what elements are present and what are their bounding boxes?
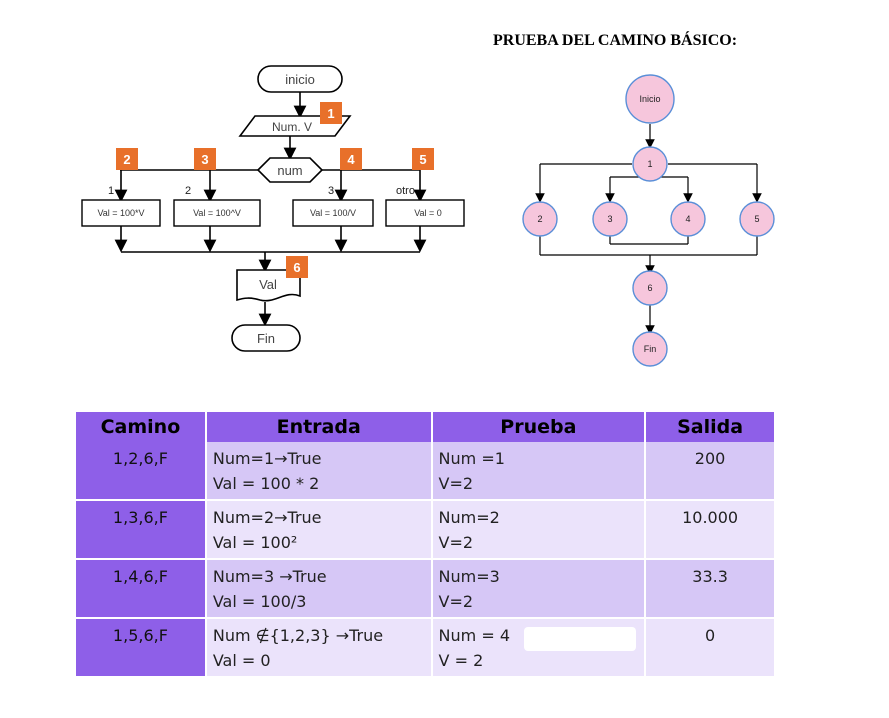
entrada-line: Num=1→True <box>212 449 322 468</box>
flowchart-end-terminal <box>231 324 301 352</box>
cell-camino: 1,3,6,F <box>76 500 207 560</box>
svg-text:6: 6 <box>647 283 652 293</box>
flow-graph: Inicio 1 2 3 4 5 <box>522 74 775 367</box>
case-label-2: 2 <box>185 185 191 197</box>
prueba-line: Num =1 <box>438 449 505 468</box>
prueba-line: V=2 <box>438 533 474 552</box>
entrada-line: Val = 100 * 2 <box>212 474 320 493</box>
graph-node-3: 3 <box>592 201 628 237</box>
redaction-patch <box>524 627 636 651</box>
case-label-otro: otro <box>396 185 415 197</box>
process-label-otro: Val = 0 <box>414 208 442 218</box>
prueba-line: Num = 4 <box>438 626 510 645</box>
process-box-otro <box>385 199 465 227</box>
header-entrada: Entrada <box>205 412 433 442</box>
entrada-line: Val = 0 <box>212 651 271 670</box>
svg-text:2: 2 <box>537 214 542 224</box>
svg-text:3: 3 <box>201 152 208 167</box>
marker-1: 1 <box>320 102 342 124</box>
prueba-line: V=2 <box>438 592 474 611</box>
marker-2: 2 <box>116 148 138 170</box>
cell-salida: 10.000 <box>645 500 776 560</box>
flowchart-start-label: inicio <box>285 72 315 87</box>
entrada-line: Num=3 →True <box>212 567 327 586</box>
cell-prueba: Num =1 V=2 <box>431 442 647 501</box>
svg-text:5: 5 <box>754 214 759 224</box>
prueba-line: V = 2 <box>438 651 484 670</box>
graph-node-inicio: Inicio <box>625 74 675 124</box>
marker-4: 4 <box>340 148 362 170</box>
entrada-line: Val = 100/3 <box>212 592 307 611</box>
flowchart-end-label: Fin <box>257 331 275 346</box>
flowchart-output-label: Val <box>259 277 277 292</box>
cell-camino: 1,4,6,F <box>76 559 207 619</box>
flowchart-input-label: Num. V <box>272 120 312 134</box>
process-box-1 <box>81 199 161 227</box>
graph-node-6: 6 <box>632 270 668 306</box>
cell-camino: 1,2,6,F <box>76 442 207 501</box>
table-header-row: Camino Entrada Prueba Salida <box>76 412 776 442</box>
prueba-line: Num=3 <box>438 567 500 586</box>
cell-salida: 200 <box>645 442 776 501</box>
process-box-3 <box>292 199 374 227</box>
process-label-1: Val = 100*V <box>97 208 144 218</box>
graph-node-4: 4 <box>670 201 706 237</box>
process-label-3: Val = 100/V <box>310 208 356 218</box>
entrada-line: Num=2→True <box>212 508 322 527</box>
header-salida: Salida <box>645 412 776 442</box>
prueba-line: Num=2 <box>438 508 500 527</box>
flowchart-output <box>236 269 301 302</box>
case-label-1: 1 <box>108 185 114 197</box>
basic-path-table: Camino Entrada Prueba Salida 1,2,6,F Num… <box>76 412 776 678</box>
svg-text:Fin: Fin <box>644 344 657 354</box>
svg-text:4: 4 <box>685 214 690 224</box>
page-title: PRUEBA DEL CAMINO BÁSICO: <box>493 32 738 49</box>
cell-camino: 1,5,6,F <box>76 618 207 678</box>
graph-node-2: 2 <box>522 201 558 237</box>
prueba-line: V=2 <box>438 474 474 493</box>
svg-text:1: 1 <box>647 159 652 169</box>
svg-text:6: 6 <box>293 260 300 275</box>
flowchart: inicio Num. V num 1 2 3 otro Val = 100*V… <box>81 65 775 367</box>
graph-node-fin: Fin <box>632 331 668 367</box>
flowchart-decision-label: num <box>277 163 302 178</box>
svg-text:4: 4 <box>347 152 355 167</box>
svg-text:Inicio: Inicio <box>639 94 660 104</box>
header-prueba: Prueba <box>431 412 647 442</box>
marker-6: 6 <box>286 256 308 278</box>
graph-node-5: 5 <box>739 201 775 237</box>
svg-text:2: 2 <box>123 152 130 167</box>
cell-salida: 33.3 <box>645 559 776 619</box>
cell-salida: 0 <box>645 618 776 678</box>
entrada-line: Num ∉{1,2,3} →True <box>212 626 384 645</box>
marker-3: 3 <box>194 148 216 170</box>
entrada-line: Val = 100² <box>212 533 298 552</box>
case-label-3: 3 <box>328 185 334 197</box>
process-box-2 <box>173 199 261 227</box>
marker-5: 5 <box>412 148 434 170</box>
graph-node-1: 1 <box>632 146 668 182</box>
svg-text:5: 5 <box>419 152 426 167</box>
svg-text:3: 3 <box>607 214 612 224</box>
header-camino: Camino <box>76 412 207 442</box>
svg-text:1: 1 <box>327 106 334 121</box>
process-label-2: Val = 100^V <box>193 208 241 218</box>
